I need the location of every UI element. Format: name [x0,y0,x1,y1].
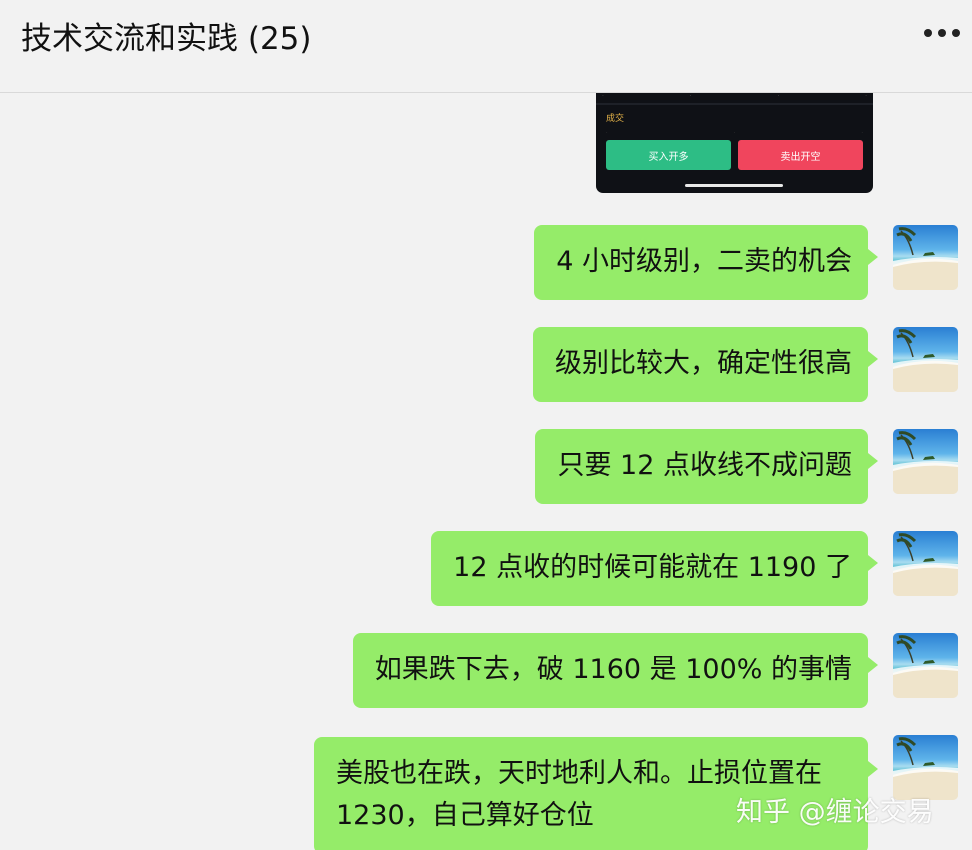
chart-time-axis: ···· [602,93,867,100]
home-indicator [685,184,783,187]
avatar[interactable] [893,735,958,800]
message-text: 美股也在跌，天时地利人和。止损位置在 1230，自己算好仓位 [336,758,822,831]
message-text: 12 点收的时候可能就在 1190 了 [453,552,852,583]
message-text: 只要 12 点收线不成问题 [557,450,852,481]
message-text: 如果跌下去，破 1160 是 100% 的事情 [374,654,852,685]
sell-open-short-button[interactable]: 卖出开空 [738,140,863,170]
avatar[interactable] [893,225,958,290]
chat-bubble[interactable]: 美股也在跌，天时地利人和。止损位置在 1230，自己算好仓位 [314,737,878,850]
divider [596,103,873,105]
chat-bubble[interactable]: 级别比较大，确定性很高 [533,327,878,402]
chat-bubble[interactable]: 4 小时级别，二卖的机会 [534,225,878,300]
dot [952,29,960,37]
chat-title: 技术交流和实践 (25) [21,21,312,57]
beach-avatar-image [893,533,958,596]
chat-bubble[interactable]: 只要 12 点收线不成问题 [535,429,878,504]
more-dots-icon[interactable] [924,29,960,37]
avatar[interactable] [893,327,958,392]
beach-avatar-image [893,227,958,290]
avatar[interactable] [893,429,958,494]
beach-avatar-image [893,635,958,698]
zhihu-watermark: 知乎 @缠论交易 [736,797,934,828]
chat-bubble[interactable]: 12 点收的时候可能就在 1190 了 [431,531,878,606]
buy-open-long-button[interactable]: 买入开多 [606,140,731,170]
deal-label: 成交 [606,114,625,124]
message-text: 级别比较大，确定性很高 [555,348,852,379]
beach-avatar-image [893,431,958,494]
message-text: 4 小时级别，二卖的机会 [556,246,852,277]
avatar[interactable] [893,531,958,596]
chat-bubble[interactable]: 如果跌下去，破 1160 是 100% 的事情 [352,633,879,708]
beach-avatar-image [893,737,958,800]
dot [938,29,946,37]
avatar[interactable] [893,633,958,698]
chat-header: 技术交流和实践 (25) [0,0,972,93]
dot [924,29,932,37]
deal-columns: ··· [606,130,863,136]
beach-avatar-image [893,329,958,392]
